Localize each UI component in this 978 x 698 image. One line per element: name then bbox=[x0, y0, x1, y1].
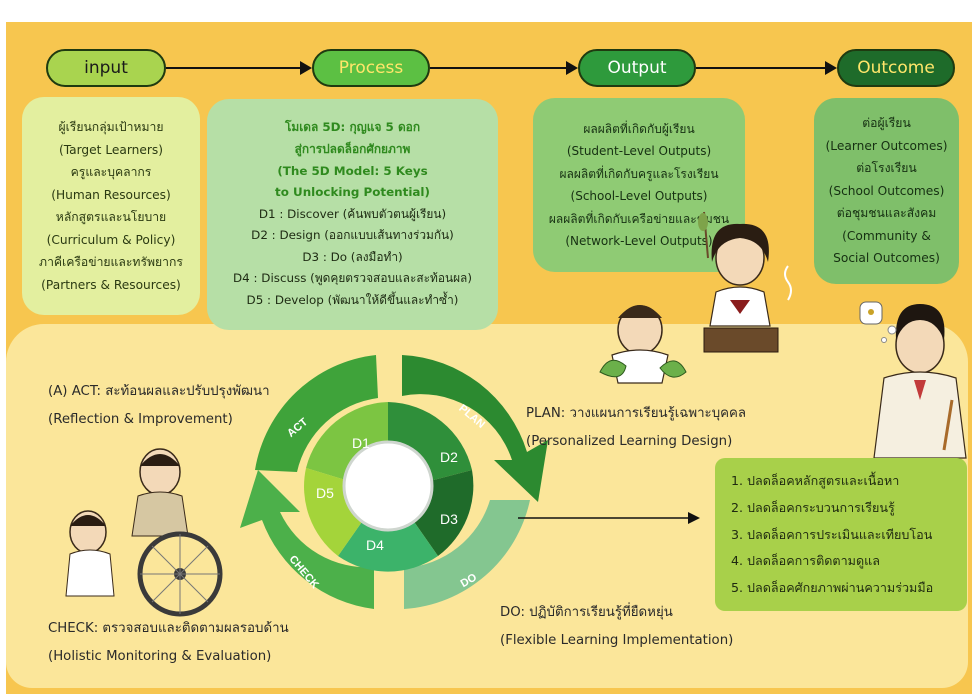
plan-title: PLAN: วางแผนการเรียนรู้เฉพาะบุคคล bbox=[526, 406, 747, 421]
do-subtitle: (Flexible Learning Implementation) bbox=[500, 633, 734, 648]
flow-arrow-1 bbox=[166, 61, 312, 75]
input-line: (Human Resources) bbox=[51, 187, 171, 202]
act-title: (A) ACT: สะท้อนผลและปรับปรุงพัฒนา bbox=[48, 384, 270, 399]
segment-d4 bbox=[338, 516, 438, 572]
cycle-center bbox=[342, 440, 434, 532]
input-line: หลักสูตรและนโยบาย bbox=[55, 210, 167, 224]
input-pill: input bbox=[46, 49, 166, 87]
input-line: (Target Learners) bbox=[58, 142, 163, 157]
input-pill-label: input bbox=[84, 58, 128, 78]
outcome-line: ต่อชุมชนและสังคม bbox=[836, 206, 937, 221]
process-heading-line: สู่การปลดล็อกศักยภาพ bbox=[294, 141, 411, 156]
input-line: ผู้เรียนกลุ่มเป้าหมาย bbox=[58, 120, 164, 134]
outcome-box: ต่อผู้เรียน (Learner Outcomes) ต่อโรงเรี… bbox=[814, 98, 959, 284]
outcome-pill-label: Outcome bbox=[857, 58, 935, 78]
input-line: (Curriculum & Policy) bbox=[46, 232, 176, 247]
output-line: ผลผลิตที่เกิดกับเครือข่ายและชุมชน bbox=[548, 211, 730, 226]
check-arc bbox=[240, 470, 374, 609]
list-item: 4. ปลดล็อคการติดตามดูแล bbox=[731, 553, 880, 569]
output-box: ผลผลิตที่เกิดกับผู้เรียน (Student-Level … bbox=[533, 98, 745, 272]
bicycle-repair-illustration bbox=[65, 448, 223, 617]
process-pill: Process bbox=[312, 49, 430, 87]
segment-d1-label: D1 bbox=[352, 435, 370, 451]
flow-arrow-3 bbox=[696, 61, 837, 75]
input-line: (Partners & Resources) bbox=[41, 277, 181, 292]
do-arc bbox=[404, 500, 530, 609]
segment-d2-label: D2 bbox=[440, 449, 458, 465]
boy-planting-illustration bbox=[599, 305, 687, 384]
process-pill-label: Process bbox=[338, 58, 404, 78]
process-item-d2: D2 : Design (ออกแบบเส้นทางร่วมกัน) bbox=[251, 228, 454, 243]
list-item: 2. ปลดล็อคกระบวนการเรียนรู้ bbox=[731, 499, 895, 515]
output-pill-label: Output bbox=[607, 58, 667, 78]
list-item: 5. ปลดล็อคศักยภาพผ่านความร่วมมือ bbox=[731, 580, 934, 596]
girl-cooking-illustration bbox=[698, 211, 792, 353]
plan-subtitle: (Personalized Learning Design) bbox=[526, 434, 733, 449]
list-item: 3. ปลดล็อคการประเมินและเทียบโอน bbox=[731, 526, 933, 542]
act-arc bbox=[255, 355, 378, 472]
list-item: 1. ปลดล็อคหลักสูตรและเนื้อหา bbox=[731, 473, 900, 488]
output-line: (Network-Level Outputs) bbox=[565, 234, 713, 248]
process-box: โมเดล 5D: กุญแจ 5 ดอก สู่การปลดล็อกศักยภ… bbox=[207, 99, 498, 330]
segment-d3-label: D3 bbox=[440, 511, 458, 527]
process-heading-line: โมเดล 5D: กุญแจ 5 ดอก bbox=[284, 120, 421, 135]
plan-arc bbox=[402, 355, 548, 502]
outcome-pill: Outcome bbox=[837, 49, 955, 87]
process-heading-line: to Unlocking Potential) bbox=[275, 185, 430, 200]
outcome-line: (Community & bbox=[842, 228, 931, 243]
output-line: (Student-Level Outputs) bbox=[566, 144, 712, 158]
input-line: ครูและบุคลากร bbox=[70, 165, 152, 179]
flow-arrow-2 bbox=[430, 61, 578, 75]
teacher-illustration bbox=[859, 301, 967, 459]
process-item-d4: D4 : Discuss (พูดคุยตรวจสอบและสะท้อนผล) bbox=[233, 271, 472, 286]
do-title: DO: ปฏิบัติการเรียนรู้ที่ยืดหยุ่น bbox=[500, 605, 673, 620]
unlock-list: 1. ปลดล็อคหลักสูตรและเนื้อหา 2. ปลดล็อคก… bbox=[715, 458, 967, 611]
outcome-line: Social Outcomes) bbox=[833, 251, 940, 266]
pdca-cycle: D1 D2 D3 D4 D5 ACT PLAN CHECK DO bbox=[240, 355, 700, 609]
output-line: ผลผลิตที่เกิดกับผู้เรียน bbox=[583, 121, 695, 136]
output-line: (School-Level Outputs) bbox=[570, 189, 708, 203]
outcome-line: (School Outcomes) bbox=[828, 183, 945, 198]
outcome-line: ต่อผู้เรียน bbox=[862, 116, 911, 131]
process-item-d5: D5 : Develop (พัฒนาให้ดีขึ้นและทำซ้ำ) bbox=[246, 293, 459, 308]
input-line: ภาคีเครือข่ายและทรัพยากร bbox=[39, 255, 183, 269]
output-pill: Output bbox=[578, 49, 696, 87]
process-heading-line: (The 5D Model: 5 Keys bbox=[277, 163, 428, 178]
top-margin bbox=[0, 0, 978, 22]
check-title: CHECK: ตรวจสอบและติดตามผลรอบด้าน bbox=[48, 621, 289, 636]
process-item-d3: D3 : Do (ลงมือทำ) bbox=[302, 249, 403, 264]
input-box: ผู้เรียนกลุ่มเป้าหมาย (Target Learners) … bbox=[22, 97, 200, 315]
outcome-line: ต่อโรงเรียน bbox=[856, 161, 917, 176]
check-subtitle: (Holistic Monitoring & Evaluation) bbox=[48, 649, 272, 664]
segment-d4-label: D4 bbox=[366, 537, 384, 553]
process-item-d1: D1 : Discover (ค้นพบตัวตนผู้เรียน) bbox=[258, 206, 447, 221]
output-line: ผลผลิตที่เกิดกับครูและโรงเรียน bbox=[559, 166, 719, 181]
outcome-line: (Learner Outcomes) bbox=[825, 138, 948, 153]
segment-d5-label: D5 bbox=[316, 485, 334, 501]
act-subtitle: (Reflection & Improvement) bbox=[48, 412, 233, 427]
